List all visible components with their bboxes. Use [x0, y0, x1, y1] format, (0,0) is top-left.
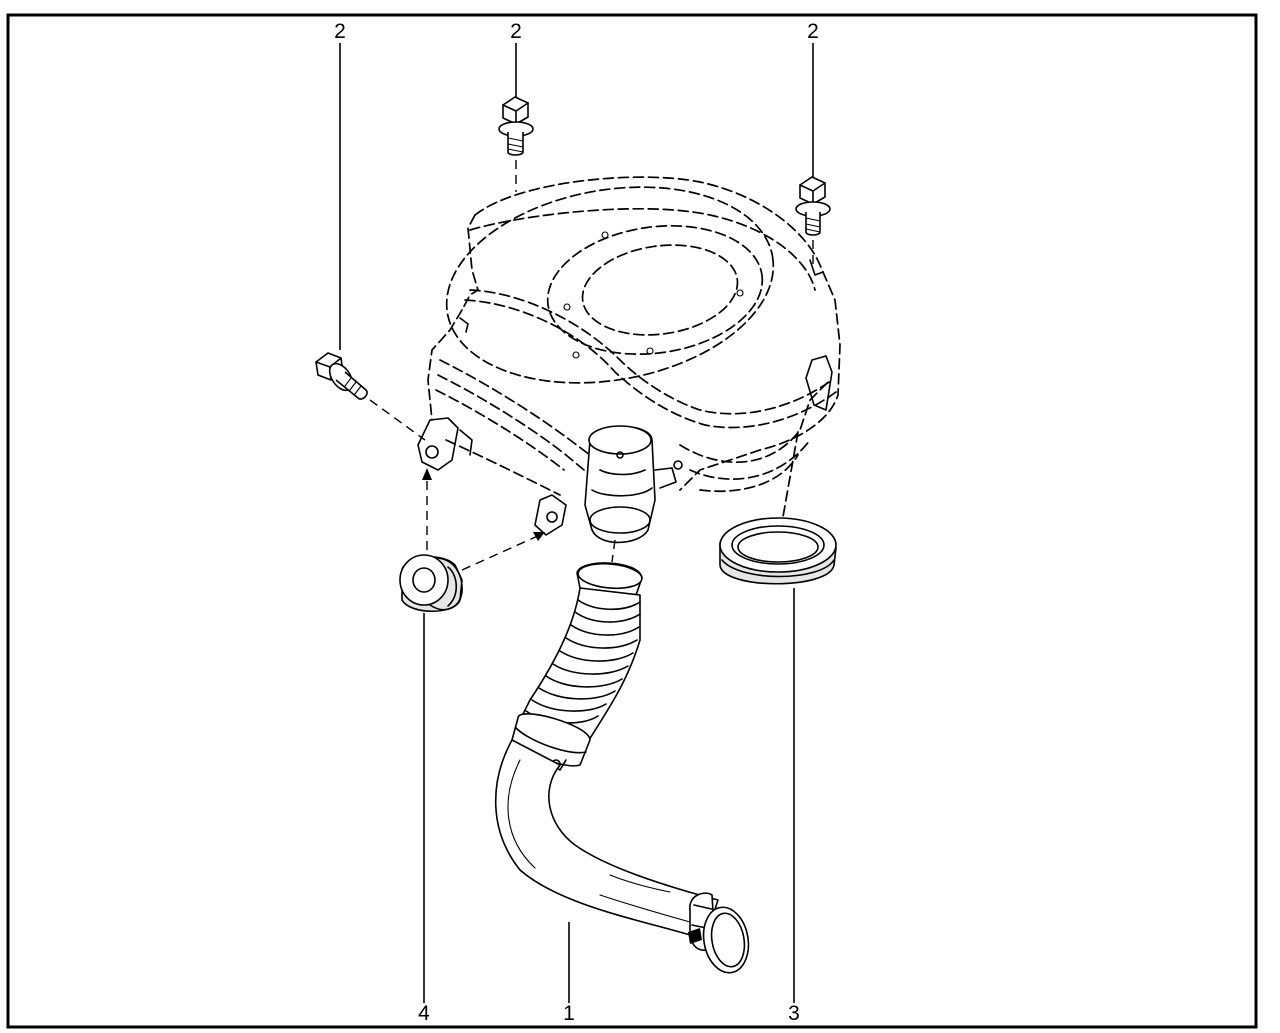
housing-mount-feet — [417, 317, 567, 536]
bolt-side-axis — [369, 399, 426, 441]
hose-axis — [611, 539, 616, 563]
grommet-axis-right — [461, 534, 541, 571]
diagram-border — [6, 13, 1258, 1029]
bolt-center — [498, 96, 534, 156]
callout-bolt-right: 2 — [807, 20, 819, 43]
air-cleaner-housing — [427, 176, 841, 546]
callout-grommet: 4 — [418, 1002, 430, 1025]
callout-intake-hose: 1 — [563, 1002, 575, 1025]
callout-bolt-left: 2 — [334, 20, 346, 43]
bolt-side — [315, 352, 368, 400]
housing-outlet-tube — [584, 425, 683, 544]
callout-seal-ring: 3 — [788, 1002, 800, 1025]
grommet — [399, 554, 463, 612]
callout-bolt-center: 2 — [510, 20, 522, 43]
intake-hose — [494, 562, 750, 974]
seal-ring — [719, 517, 837, 585]
bolt-right — [795, 176, 831, 236]
